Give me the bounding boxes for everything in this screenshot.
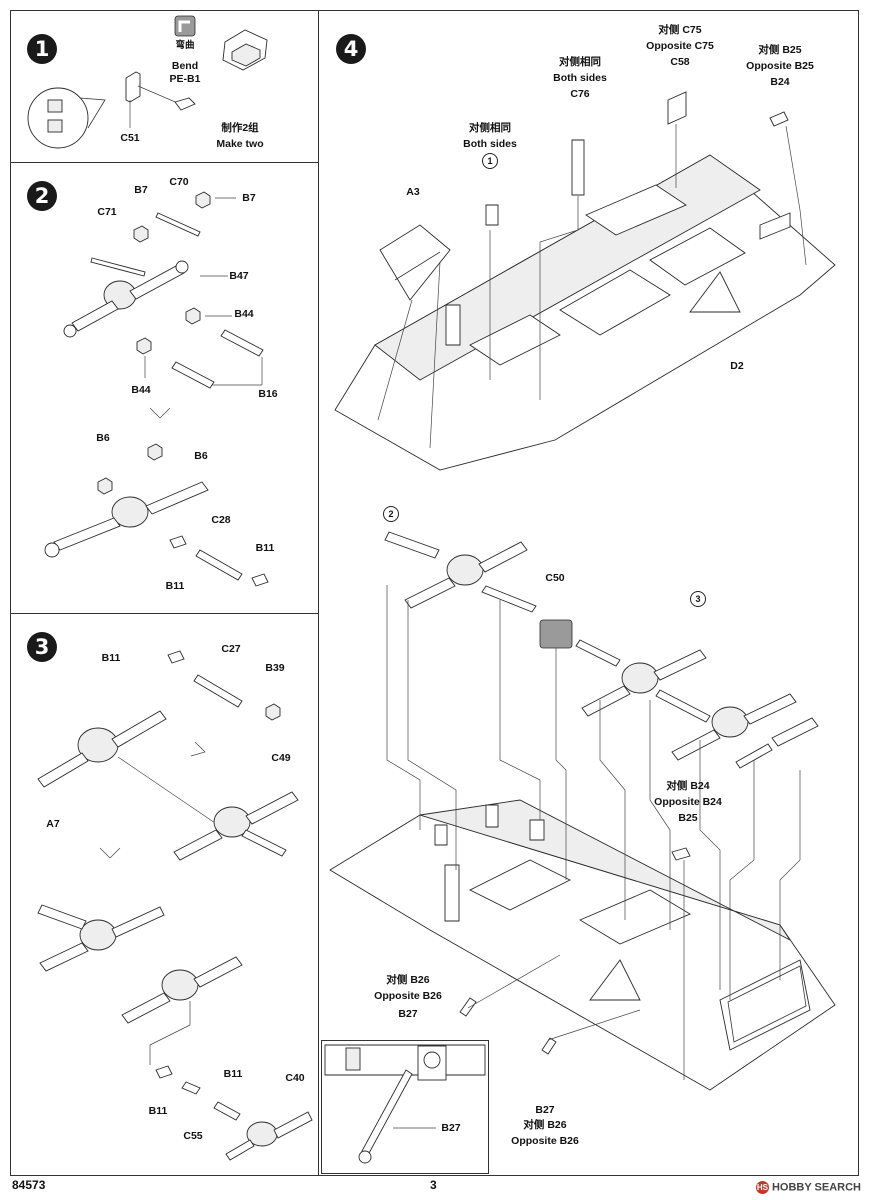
label-b25-bottom: B25 — [678, 812, 698, 824]
label-b11-c: B11 — [101, 652, 121, 664]
label-opp-c75-cn: 对侧 C75 — [658, 24, 702, 36]
product-code: 84573 — [12, 1178, 46, 1192]
label-a7: A7 — [46, 818, 60, 830]
step4-upper-art — [334, 91, 836, 471]
label-opp-b26b-en: Opposite B26 — [511, 1135, 579, 1147]
step1-art — [27, 15, 268, 149]
ref-circle-1: 1 — [482, 153, 498, 169]
step3-art — [37, 650, 313, 1161]
label-make-two-cn: 制作2组 — [221, 122, 259, 134]
label-both-sides-1-en: Both sides — [463, 138, 517, 150]
panel-detail-b27 — [321, 1040, 489, 1174]
label-b27-b: B27 — [535, 1104, 555, 1116]
label-opp-b26-cn: 对侧 B26 — [386, 974, 430, 986]
step4-lower-art — [329, 531, 836, 1091]
label-bend-cn: 弯曲 — [175, 40, 195, 51]
label-b11-b: B11 — [165, 580, 185, 592]
label-both-sides-1-cn: 对侧相同 — [469, 122, 511, 134]
label-b47: B47 — [229, 270, 249, 282]
panel-step-4 — [318, 10, 859, 1176]
step-number-3: 3 — [27, 632, 57, 662]
label-c50: C50 — [545, 572, 565, 584]
brand-logo-icon: HS — [755, 1181, 769, 1194]
label-c40: C40 — [285, 1072, 305, 1084]
label-pe-b1: PE-B1 — [169, 73, 201, 85]
label-d2: D2 — [730, 360, 744, 372]
label-bend-en: Bend — [171, 60, 199, 72]
label-opp-c75-en: Opposite C75 — [646, 40, 714, 52]
step-number-4: 4 — [336, 34, 366, 64]
label-opp-b26-en: Opposite B26 — [374, 990, 442, 1002]
label-c76: C76 — [570, 88, 590, 100]
detail-b27-art — [324, 1044, 486, 1164]
label-b6-b: B6 — [194, 450, 208, 462]
label-make-two-en: Make two — [216, 138, 264, 150]
label-b24-top: B24 — [770, 76, 790, 88]
label-b16: B16 — [258, 388, 278, 400]
label-b11-e: B11 — [148, 1105, 168, 1117]
label-b6-a: B6 — [96, 432, 110, 444]
label-b44-b: B44 — [131, 384, 151, 396]
label-c55: C55 — [183, 1130, 203, 1142]
label-b27-a: B27 — [398, 1008, 418, 1020]
label-opp-b24-cn: 对侧 B24 — [666, 780, 710, 792]
ref-circle-3: 3 — [690, 591, 706, 607]
label-b7-a: B7 — [134, 184, 148, 196]
label-both-sides-c76-en: Both sides — [553, 72, 607, 84]
label-opp-b24-en: Opposite B24 — [654, 796, 722, 808]
ref-circle-2: 2 — [383, 506, 399, 522]
label-a3: A3 — [406, 186, 420, 198]
label-b7-b: B7 — [242, 192, 256, 204]
label-c51: C51 — [120, 132, 140, 144]
label-opp-b25-cn: 对侧 B25 — [758, 44, 802, 56]
label-b11-a: B11 — [255, 542, 275, 554]
label-c58: C58 — [670, 56, 690, 68]
label-b11-d: B11 — [223, 1068, 243, 1080]
label-b39: B39 — [265, 662, 285, 674]
step-number-1: 1 — [27, 34, 57, 64]
label-opp-b26b-cn: 对侧 B26 — [523, 1119, 567, 1131]
label-opp-b25-en: Opposite B25 — [746, 60, 814, 72]
label-c28: C28 — [211, 514, 231, 526]
label-both-sides-c76-cn: 对侧相同 — [559, 56, 601, 68]
brand-name: HOBBY SEARCH — [771, 1181, 861, 1194]
page-number: 3 — [430, 1178, 437, 1192]
label-b44-a: B44 — [234, 308, 254, 320]
step2-art — [44, 191, 269, 587]
label-detail-b27: B27 — [441, 1122, 461, 1134]
label-c71: C71 — [97, 206, 117, 218]
label-c70: C70 — [169, 176, 189, 188]
label-c49: C49 — [271, 752, 291, 764]
label-c27: C27 — [221, 643, 241, 655]
step-number-2: 2 — [27, 181, 57, 211]
